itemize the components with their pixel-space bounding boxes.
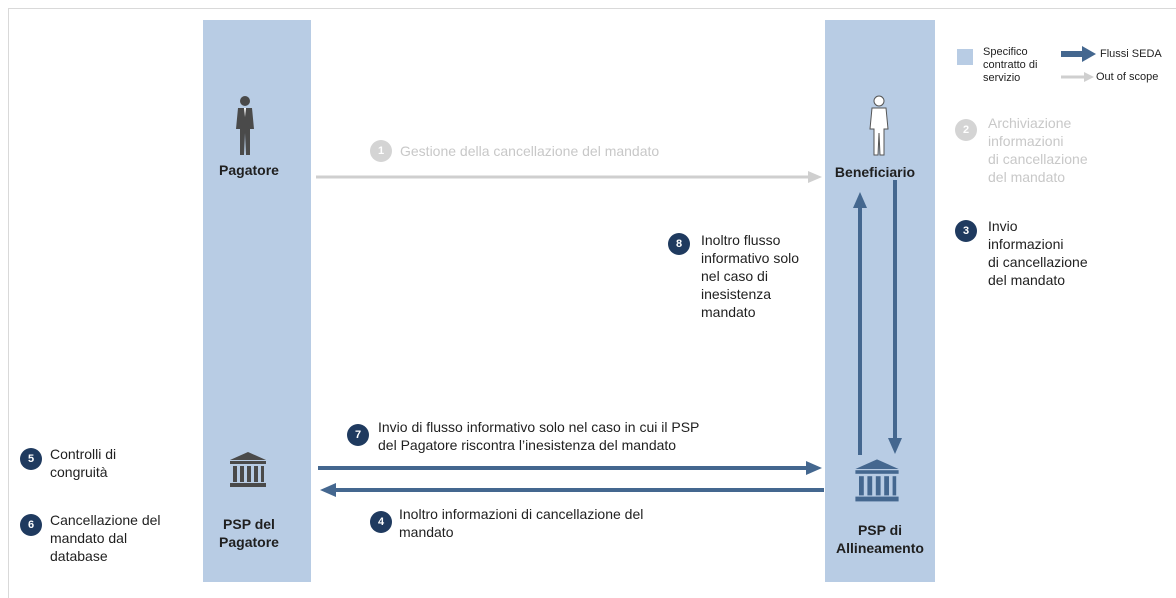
beneficiario-label: Beneficiario [834, 164, 916, 180]
bank-icon [230, 452, 266, 487]
step-3-badge: 3 [955, 220, 977, 242]
legend-contract-box [957, 49, 973, 65]
arrowhead-step-1 [808, 171, 822, 183]
step-7-badge: 7 [347, 424, 369, 446]
legend-seda-arrowhead [1082, 46, 1096, 62]
arrowhead-step-8 [853, 192, 867, 208]
arrowhead-step-7 [806, 461, 822, 475]
person-icon [869, 95, 889, 156]
arrowhead-step-3 [888, 438, 902, 454]
step-2-badge: 2 [955, 119, 977, 141]
pagatore-column [203, 20, 311, 582]
step-3-text: Invio informazioni di cancellazione del … [988, 218, 1088, 288]
psp-pagatore-label: PSP del Pagatore [219, 516, 279, 550]
psp-allineamento-label: PSP di Allineamento [836, 522, 924, 556]
step-1-badge: 1 [370, 140, 392, 162]
pagatore-label: Pagatore [219, 162, 279, 178]
step-8-badge: 8 [668, 233, 690, 255]
step-8-text: Inoltro flusso informativo solo nel caso… [701, 232, 800, 320]
step-1-text: Gestione della cancellazione del mandato [400, 143, 660, 159]
bank-icon [855, 459, 899, 502]
person-icon [236, 96, 254, 155]
legend-contract-label: Specifico contratto di servizio [983, 46, 1038, 84]
step-4-badge: 4 [370, 511, 392, 533]
legend-seda-label: Flussi SEDA [1100, 48, 1162, 60]
diagram-frame [8, 8, 1176, 598]
step-6-badge: 6 [20, 514, 42, 536]
step-5-text: Controlli di congruità [50, 446, 117, 480]
legend-out-of-scope-label: Out of scope [1096, 71, 1159, 83]
legend-out-arrowhead [1084, 72, 1094, 82]
step-6-text: Cancellazione del mandato dal database [50, 512, 161, 564]
arrowhead-step-4 [320, 483, 336, 497]
step-7-text: Invio di flusso informativo solo nel cas… [378, 419, 700, 453]
step-2-text: Archiviazione informazioni di cancellazi… [988, 115, 1088, 185]
step-4-text: Inoltro informazioni di cancellazione de… [399, 506, 644, 540]
step-5-badge: 5 [20, 448, 42, 470]
